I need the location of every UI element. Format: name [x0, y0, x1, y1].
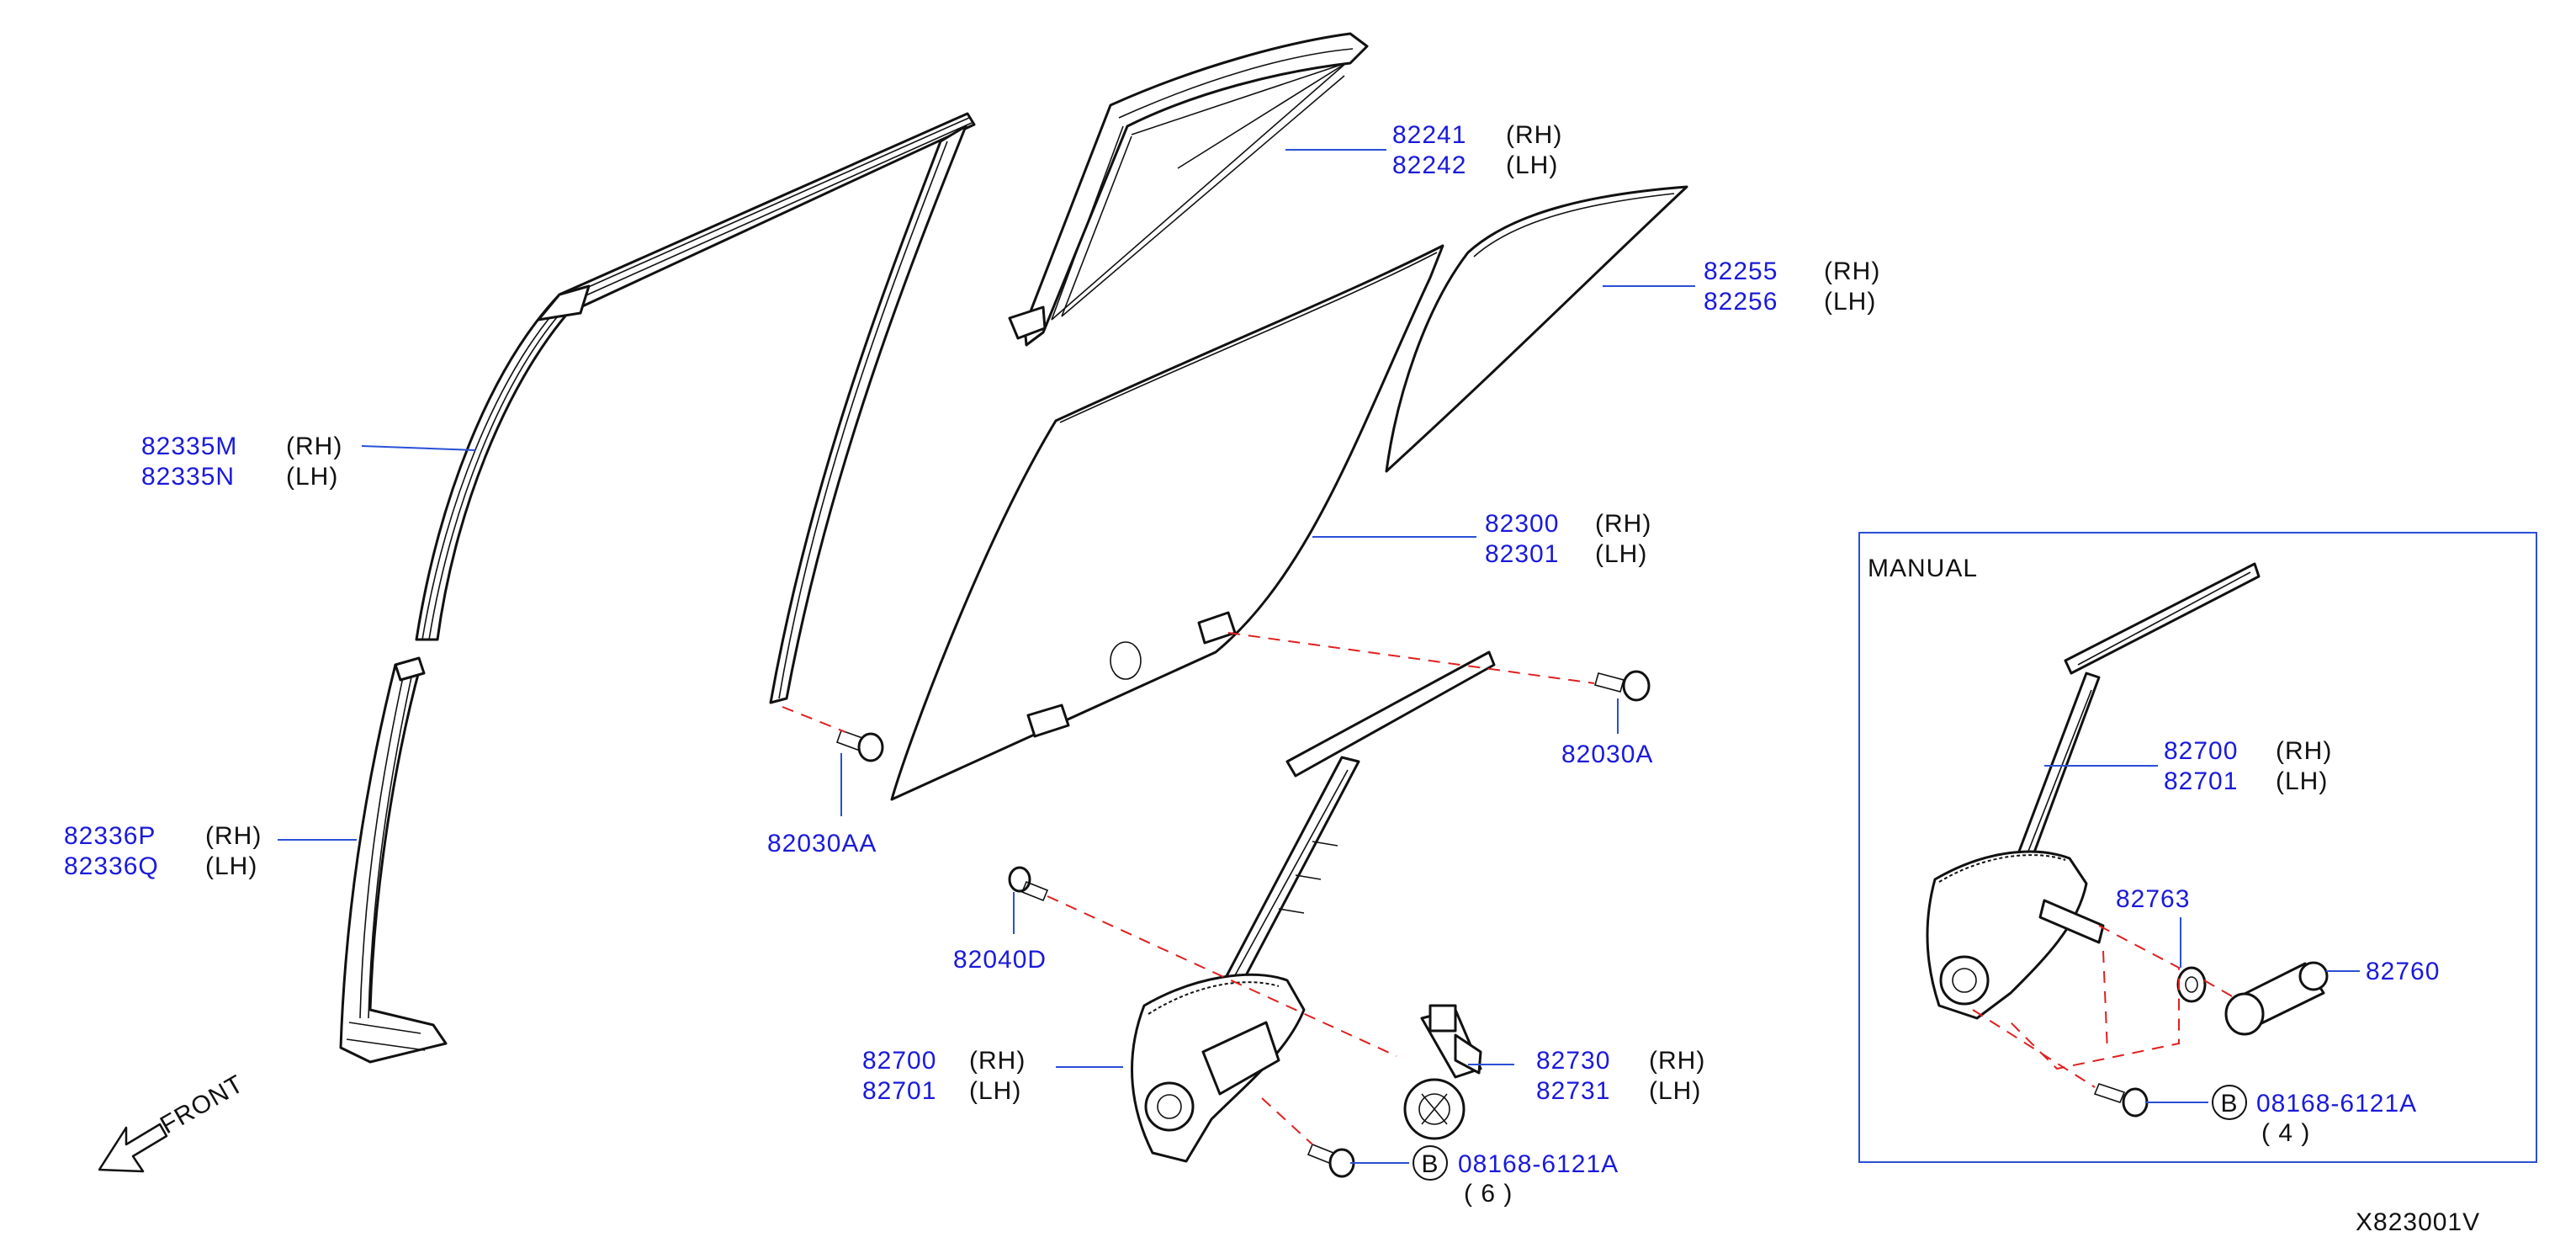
manual-regulator-drawing	[1926, 562, 2261, 1020]
part-number: 82731	[1536, 1077, 1610, 1105]
part-number: 82300	[1485, 510, 1559, 538]
front-arrow-icon	[98, 1123, 168, 1173]
b-marker-circle	[2212, 1085, 2247, 1120]
callout-door-glass: 82300 82301 (RH) (LH)	[1485, 510, 1651, 568]
part-number-handle: 82760	[2366, 958, 2440, 985]
side-label: (RH)	[1649, 1047, 1705, 1075]
motor-drawing	[1403, 1004, 1482, 1140]
side-label: (LH)	[1506, 151, 1558, 179]
side-label: (LH)	[205, 852, 257, 880]
part-number: 82701	[2164, 767, 2238, 795]
side-label: (LH)	[2276, 767, 2328, 795]
callout-lower-sash: 82336P 82336Q (RH) (LH)	[64, 822, 262, 880]
side-label: (RH)	[286, 433, 342, 460]
side-label: (RH)	[1506, 121, 1562, 149]
side-label: (RH)	[969, 1047, 1026, 1075]
part-number: 82335M	[141, 433, 237, 460]
part-number: 82700	[2164, 737, 2238, 765]
part-number: 82336P	[64, 822, 156, 850]
side-label: (LH)	[286, 463, 338, 491]
side-label: (LH)	[969, 1077, 1021, 1105]
b-marker: B	[1421, 1150, 1439, 1178]
bolt-82030A-drawing	[1594, 670, 1651, 702]
part-number-washer: 82763	[2116, 885, 2190, 913]
callout-manual-regulator: 82700 82701 (RH) (LH)	[2164, 737, 2332, 795]
callout-corner-glass: 82255 82256 (RH) (LH)	[1704, 258, 1880, 316]
part-number: 08168-6121A	[1458, 1150, 1619, 1178]
part-number-bolt-d: 82040D	[953, 946, 1047, 974]
side-label: (RH)	[1595, 510, 1651, 538]
part-number: 82242	[1392, 151, 1466, 179]
bolt-82040D-drawing	[1008, 866, 1049, 902]
corner-glass-drawing	[1385, 185, 1688, 473]
callout-bolt-b-main: B 08168-6121A ( 6 )	[1413, 1145, 1619, 1208]
part-number: 82256	[1704, 288, 1778, 316]
bolt-B-main-drawing	[1307, 1143, 1355, 1178]
assembly-dash-lines	[782, 632, 1595, 1145]
part-number: 82730	[1536, 1047, 1610, 1075]
callout-partition-sash: 82241 82242 (RH) (LH)	[1392, 121, 1562, 179]
washer-drawing	[2176, 966, 2207, 1003]
side-label: (RH)	[205, 822, 262, 850]
leader-lines	[278, 149, 2360, 1164]
front-label: FRONT	[156, 1070, 248, 1139]
side-label: (LH)	[1595, 540, 1647, 568]
manual-dash-lines	[1972, 925, 2234, 1088]
inset-label: MANUAL	[1868, 555, 1978, 582]
figure-code: X823001V	[2356, 1208, 2480, 1236]
side-label: (RH)	[2276, 737, 2332, 765]
part-number: 82255	[1704, 258, 1778, 285]
side-label: (LH)	[1649, 1077, 1701, 1105]
bolt-82030AA-drawing	[835, 729, 884, 762]
part-number: 82335N	[141, 463, 235, 491]
manual-inset-frame	[1858, 532, 2537, 1163]
callout-outer-sash: 82335M 82335N (RH) (LH)	[141, 433, 342, 491]
partition-sash-drawing	[1008, 32, 1369, 347]
callout-motor: 82730 82731 (RH) (LH)	[1536, 1047, 1705, 1105]
part-number-bolt-a: 82030A	[1561, 741, 1653, 768]
part-number: 82301	[1485, 540, 1559, 568]
quantity: ( 4 )	[2261, 1119, 2310, 1147]
part-number: 08168-6121A	[2256, 1090, 2417, 1118]
handle-drawing	[2224, 961, 2329, 1036]
part-number-bolt-aa: 82030AA	[767, 830, 877, 857]
side-label: (LH)	[1824, 288, 1876, 316]
callout-power-regulator: 82700 82701 (RH) (LH)	[862, 1047, 1026, 1105]
side-label: (RH)	[1824, 258, 1880, 285]
b-marker: B	[2220, 1090, 2238, 1118]
quantity: ( 6 )	[1464, 1180, 1513, 1208]
power-regulator-drawing	[1131, 650, 1496, 1163]
part-number: 82241	[1392, 121, 1466, 149]
door-glass-drawing	[890, 244, 1444, 801]
b-marker-circle	[1413, 1145, 1448, 1181]
part-number: 82336Q	[64, 852, 159, 880]
part-number: 82700	[862, 1047, 936, 1075]
lower-sash-drawing	[339, 656, 448, 1064]
bolt-B-manual-drawing	[2093, 1083, 2149, 1118]
outer-sash-drawing	[415, 112, 976, 704]
part-number: 82701	[862, 1077, 936, 1105]
callout-bolt-b-manual: B 08168-6121A ( 4 )	[2212, 1085, 2417, 1147]
